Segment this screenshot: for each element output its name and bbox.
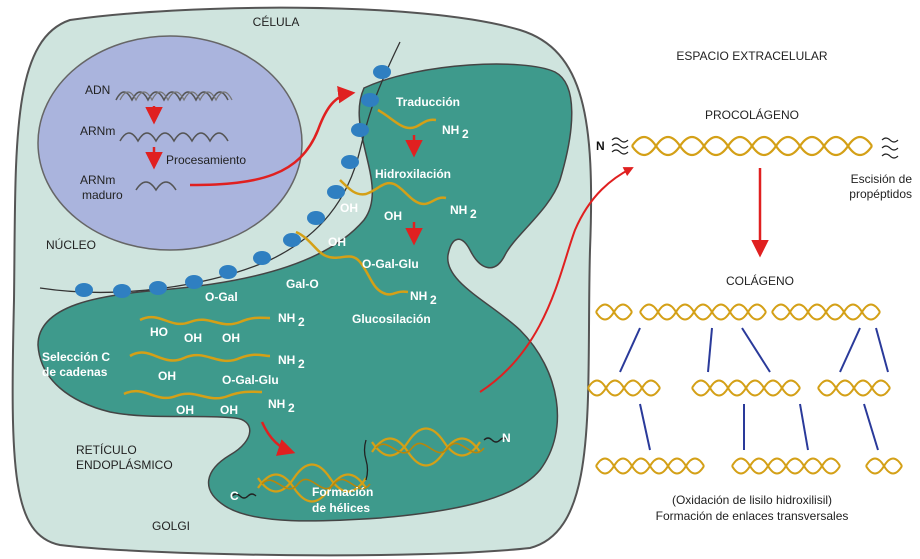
dna-strand-2 xyxy=(119,91,233,102)
cleavage-label-2: propéptidos xyxy=(849,187,912,201)
secretion-arrow xyxy=(479,167,634,393)
oh-label: OH xyxy=(176,403,194,417)
ho-label: HO xyxy=(150,325,168,339)
crosslink-label-2: Formación de enlaces transversales xyxy=(656,509,849,523)
ribosome-chain xyxy=(39,41,401,298)
nh2-sub: 2 xyxy=(430,293,437,307)
oh-label: OH xyxy=(384,209,402,223)
mature-mrna-label-1: ARNm xyxy=(80,173,115,187)
n-terminus-label: N xyxy=(502,431,511,445)
oh-label: OH xyxy=(328,235,346,249)
hydroxylation-chain xyxy=(339,179,447,206)
export-arrow xyxy=(189,85,356,187)
procollagen-label: PROCOLÁGENO xyxy=(705,107,799,122)
selection-chain-2 xyxy=(129,351,271,363)
nh2-sub: 2 xyxy=(470,207,477,221)
nh2-label: NH xyxy=(410,289,427,303)
oh-label: OH xyxy=(158,369,176,383)
oh-label: OH xyxy=(340,201,358,215)
gal-o-label: Gal-O xyxy=(286,277,319,291)
mrna-strand xyxy=(119,132,229,143)
nh2-sub: 2 xyxy=(298,357,305,371)
glycosylation-label: Glucosilación xyxy=(352,312,431,326)
ribosome xyxy=(373,65,391,79)
chain-selection-label-2: de cadenas xyxy=(42,365,108,379)
collagen-label: COLÁGENO xyxy=(726,273,794,288)
nh2-label: NH xyxy=(442,123,459,137)
ribosome xyxy=(283,233,301,247)
nucleus-label: NÚCLEO xyxy=(46,237,96,252)
cleavage-label-1: Escisión de xyxy=(851,172,913,186)
helix-formation-label-1: Formación xyxy=(312,485,373,499)
nh2-label: NH xyxy=(278,353,295,367)
ribosome xyxy=(149,281,167,295)
o-gal-glu-label: O-Gal-Glu xyxy=(222,373,279,387)
selection-chain-1 xyxy=(139,315,271,326)
selection-chain-3 xyxy=(123,389,263,400)
dna-label: ADN xyxy=(85,83,110,97)
c-terminus-label: C xyxy=(230,489,239,503)
processing-label: Procesamiento xyxy=(166,153,246,167)
ribosome xyxy=(185,275,203,289)
nucleus xyxy=(37,35,303,251)
ribosome xyxy=(253,251,271,265)
o-gal-glu-label: O-Gal-Glu xyxy=(362,257,419,271)
hydroxylation-label: Hidroxilación xyxy=(375,167,451,181)
er-label-1: RETÍCULO xyxy=(76,442,137,457)
ribosome xyxy=(327,185,345,199)
nh2-sub: 2 xyxy=(288,401,295,415)
oh-label: OH xyxy=(222,331,240,345)
nh2-sub: 2 xyxy=(462,127,469,141)
mrna-label: ARNm xyxy=(80,124,115,138)
er-label-2: ENDOPLÁSMICO xyxy=(76,457,173,472)
ribosome xyxy=(351,123,369,137)
crosslink-label-1: (Oxidación de lisilo hidroxilisil) xyxy=(672,493,832,507)
ribosome xyxy=(113,284,131,298)
oh-label: OH xyxy=(184,331,202,345)
ribosome xyxy=(307,211,325,225)
extracellular-label: ESPACIO EXTRACELULAR xyxy=(676,49,827,63)
ribosome xyxy=(219,265,237,279)
procollagen-n-label: N xyxy=(596,139,605,153)
nh2-label: NH xyxy=(268,397,285,411)
chain-selection-label-1: Selección C xyxy=(42,350,110,364)
triple-helix-golgi xyxy=(231,427,509,503)
translation-label: Traducción xyxy=(396,95,460,109)
dna-strand xyxy=(115,91,229,102)
ribosome xyxy=(341,155,359,169)
collagen-fibrils xyxy=(587,303,903,475)
translation-chain xyxy=(377,108,437,130)
glycosylation-chain xyxy=(295,230,409,296)
ribosome xyxy=(361,93,379,107)
crosslinks xyxy=(619,327,889,451)
procollagen-helix xyxy=(611,135,899,159)
ribosome xyxy=(75,283,93,297)
nh2-sub: 2 xyxy=(298,315,305,329)
nh2-label: NH xyxy=(450,203,467,217)
golgi-label: GOLGI xyxy=(152,519,190,533)
nh2-label: NH xyxy=(278,311,295,325)
helix-arrow xyxy=(260,421,296,456)
mature-mrna-label-2: maduro xyxy=(82,188,123,202)
helix-formation-label-2: de hélices xyxy=(312,501,370,515)
o-gal-label: O-Gal xyxy=(205,290,238,304)
oh-label: OH xyxy=(220,403,238,417)
cell-label: CÉLULA xyxy=(253,14,300,29)
mature-mrna-strand xyxy=(135,181,177,192)
